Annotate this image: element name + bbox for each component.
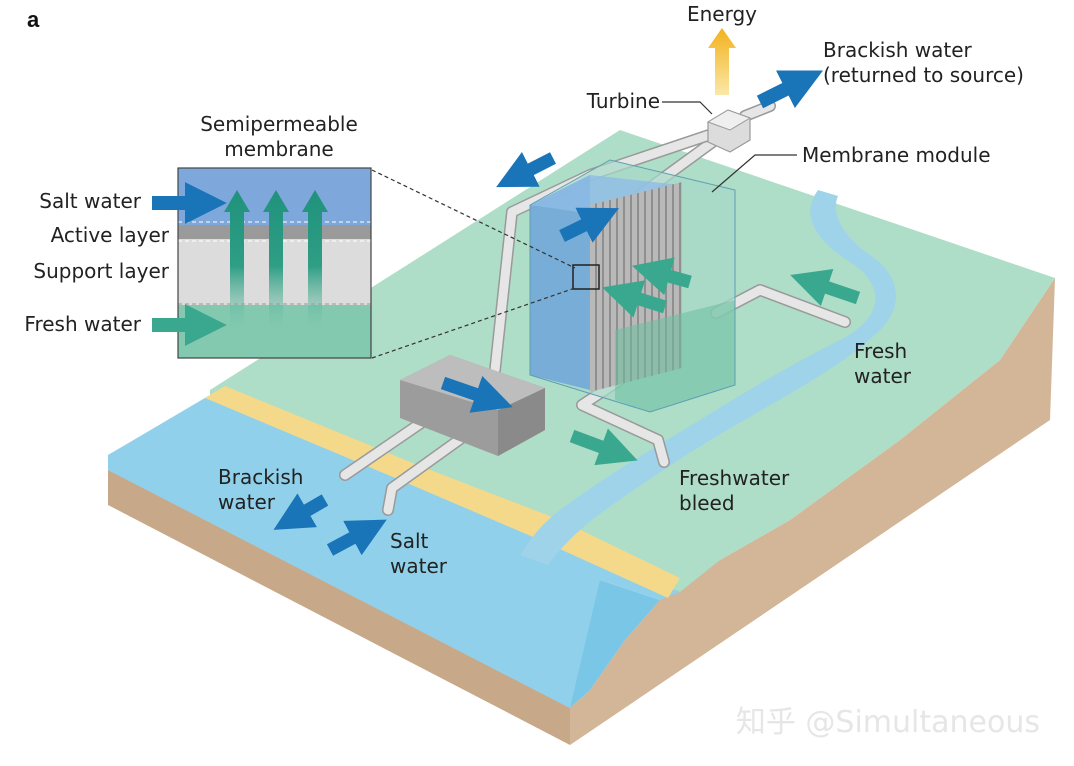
module-fresh-chamber — [615, 300, 735, 412]
bleed-arrow — [569, 428, 638, 466]
salt-in-label-line2: water — [390, 554, 448, 578]
fresh-water-river-label-line2: water — [854, 364, 912, 388]
support-layer-label: Support layer — [33, 259, 169, 283]
brackish-out-label-line2: water — [218, 490, 276, 514]
energy-label: Energy — [687, 2, 757, 26]
salt-intake-arrow — [326, 519, 387, 556]
flow-arrows — [152, 28, 861, 556]
watermark: 知乎 @Simultaneous — [736, 705, 1040, 740]
membrane-module — [529, 159, 736, 413]
active-layer-label: Active layer — [51, 223, 170, 247]
return-to-exchanger-arrow — [496, 151, 556, 188]
labels: a Energy Brackish water (returned to sou… — [24, 2, 1040, 740]
brackish-return-arrow — [756, 70, 824, 109]
exchanger-flow-arrow — [440, 375, 513, 413]
river-intake-arrow — [790, 269, 861, 306]
freshwater-bleed-label-line2: bleed — [679, 491, 735, 515]
salt-in-label-line1: Salt — [390, 529, 429, 553]
module-salt-flow-arrow — [559, 207, 620, 243]
earth-side-right — [570, 278, 1055, 745]
freshwater-bleed-label-line1: Freshwater — [679, 466, 790, 490]
fresh-water-inset-label: Fresh water — [24, 312, 141, 336]
sea-surface — [108, 395, 680, 708]
fresh-water-river-label-line1: Fresh — [854, 339, 907, 363]
flux-arrow-2 — [263, 190, 289, 328]
turbine — [706, 109, 752, 153]
semipermeable-label-line2: membrane — [224, 137, 333, 161]
membrane-zoom-box — [572, 264, 600, 290]
flux-arrow-1 — [224, 190, 250, 328]
panel-letter: a — [27, 7, 40, 32]
brackish-outlet-arrow — [273, 493, 329, 530]
membrane-module-label: Membrane module — [802, 143, 991, 167]
module-fresh-arrow-1 — [631, 257, 692, 296]
turbine-label: Turbine — [586, 89, 660, 113]
brackish-returned-label-line1: Brackish water — [823, 38, 973, 62]
module-outline — [529, 159, 736, 413]
earth-side-front — [108, 470, 570, 745]
river — [520, 190, 897, 565]
flux-arrow-3 — [302, 190, 328, 328]
inset-frame — [177, 167, 372, 359]
module-fresh-arrow-2 — [602, 280, 667, 318]
terrain — [108, 130, 1055, 745]
leader-lines — [371, 101, 797, 359]
inset-flux-arrows — [224, 190, 328, 328]
brackish-returned-label-line2: (returned to source) — [823, 63, 1024, 87]
module-salt-chamber-top — [530, 175, 680, 218]
salt-water-inset-label: Salt water — [39, 189, 141, 213]
semipermeable-label-line1: Semipermeable — [200, 112, 358, 136]
energy-arrow — [708, 28, 736, 95]
brackish-out-label-line1: Brackish — [218, 465, 303, 489]
